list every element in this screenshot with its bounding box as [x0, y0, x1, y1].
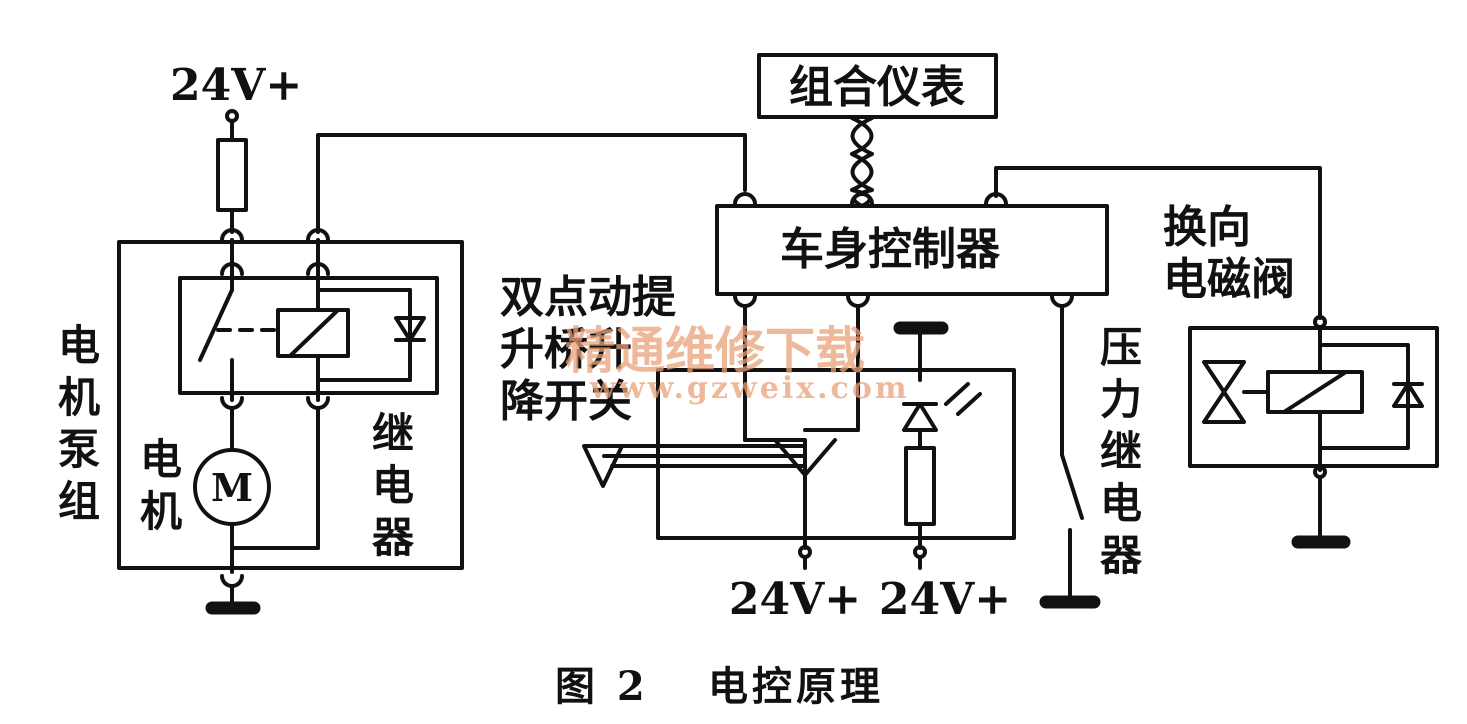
valve-box [1188, 326, 1439, 468]
reversing-solenoid-valve: 换向 电磁阀 [1163, 202, 1439, 549]
motor-pump-group-label: 电 机 泵 组 [58, 321, 100, 526]
motor-letter: M [211, 465, 253, 510]
fuse [216, 138, 248, 212]
svg-text:压: 压 [1100, 323, 1142, 372]
motor-label: 电 机 [140, 435, 182, 536]
instrument-cluster-label: 组合仪表 [789, 62, 965, 113]
valve-symbol [1202, 360, 1246, 394]
svg-text:机: 机 [140, 487, 182, 536]
svg-text:双点动提: 双点动提 [500, 272, 676, 323]
svg-text:继: 继 [372, 409, 414, 458]
svg-text:机: 机 [58, 373, 100, 422]
valve-coil [1266, 370, 1364, 414]
svg-text:换向: 换向 [1163, 202, 1251, 253]
instrument-cluster-box [757, 53, 998, 119]
watermark: 精通维修下载 www.gzweix.com [565, 321, 910, 406]
figure-title: 电控原理 [708, 663, 884, 710]
lift-switch: 双点动提 升桥升 降开关 24V+ 24V+ [500, 272, 1016, 625]
motor-pump-group: 24V+ M [58, 60, 464, 615]
valve-diode [1392, 382, 1424, 408]
figure-number: 图 2 [555, 663, 649, 710]
body-controller-label: 车身控制器 [780, 224, 1001, 275]
controller-to-valve-wire [994, 166, 1322, 320]
switch-actuator [582, 444, 624, 488]
svg-text:电磁阀: 电磁阀 [1163, 254, 1295, 305]
motor-pump-box [117, 240, 464, 570]
switch-common [743, 438, 807, 550]
watermark-url: www.gzweix.com [589, 371, 910, 406]
relay-label: 继 电 器 [372, 409, 415, 562]
relay-coil [276, 308, 350, 358]
pressure-switch-contact [1060, 453, 1084, 520]
relay-to-controller-wire [316, 133, 747, 234]
body-controller: 车身控制器 [715, 192, 1109, 308]
svg-text:组: 组 [58, 477, 100, 526]
indicator-led [902, 402, 938, 432]
svg-text:继: 继 [1100, 427, 1142, 476]
bottom-supply-left-label: 24V+ [729, 574, 861, 625]
svg-text:电: 电 [1100, 479, 1142, 528]
instrument-cluster: 组合仪表 [757, 53, 998, 119]
svg-text:泵: 泵 [58, 425, 100, 474]
svg-text:器: 器 [1100, 531, 1143, 580]
svg-text:力: 力 [1100, 375, 1142, 424]
svg-text:降开关: 降开关 [500, 376, 632, 427]
bottom-supply-right-label: 24V+ [879, 574, 1011, 625]
svg-text:电: 电 [372, 461, 414, 510]
body-controller-box [715, 204, 1109, 296]
watermark-text: 精通维修下载 [565, 321, 865, 380]
svg-text:电: 电 [58, 321, 100, 370]
relay-box [178, 276, 439, 395]
pressure-relay-label: 压 力 继 电 器 [1100, 323, 1143, 580]
resistor [904, 446, 936, 526]
connector [220, 228, 244, 242]
figure-caption: 图 2 电控原理 [555, 663, 884, 710]
reversing-valve-label: 换向 电磁阀 [1163, 202, 1295, 305]
svg-text:升桥升: 升桥升 [500, 324, 632, 375]
svg-text:器: 器 [372, 513, 415, 562]
top-supply-label: 24V+ [170, 60, 302, 111]
pressure-relay: 压 力 继 电 器 [1039, 304, 1143, 609]
relay-switch-contact [198, 288, 234, 362]
relay-diode [394, 316, 426, 342]
lift-switch-label: 双点动提 升桥升 降开关 [500, 272, 676, 427]
svg-text:电: 电 [140, 435, 182, 484]
